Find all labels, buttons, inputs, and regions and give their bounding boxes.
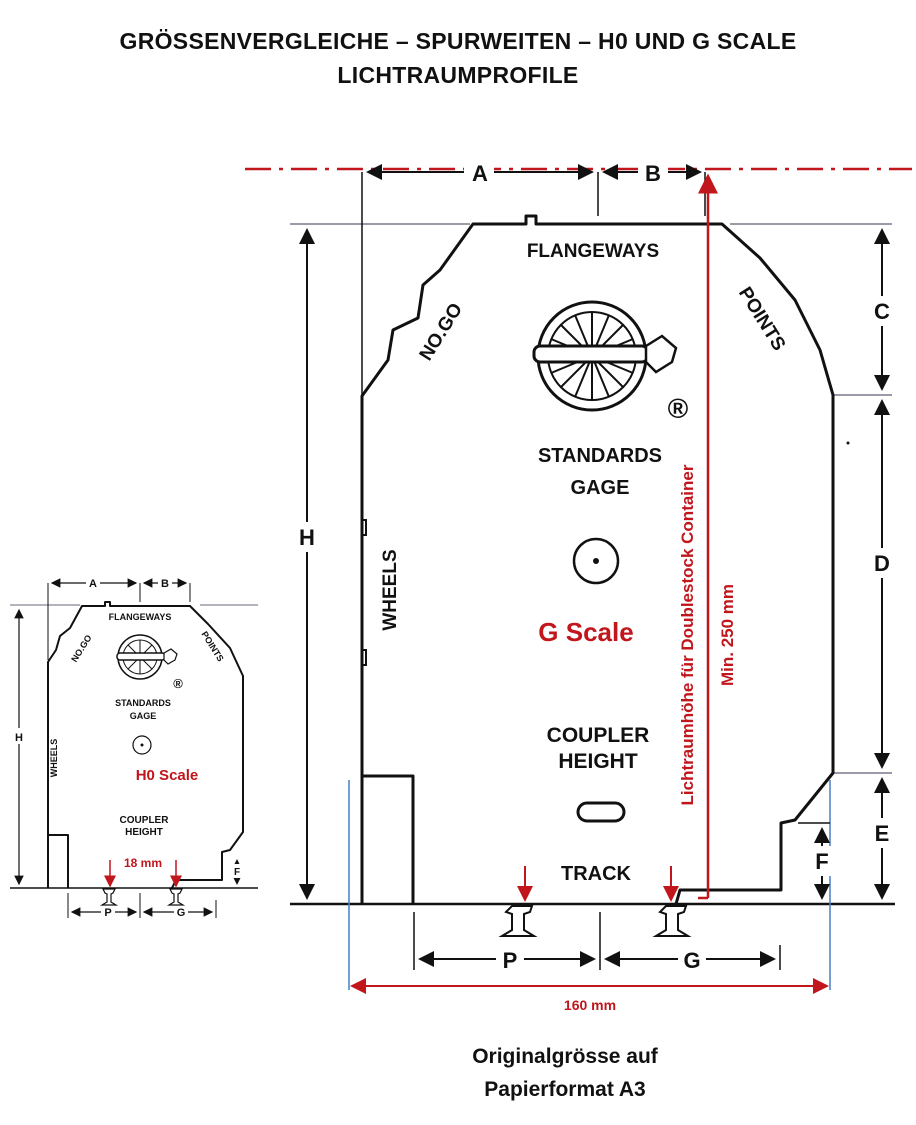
small-dim-p-label: P — [104, 907, 111, 919]
dim-b-label: B — [645, 161, 661, 186]
small-dim-g-label: G — [177, 907, 186, 919]
caption-line1: Originalgrösse auf — [472, 1045, 658, 1068]
small-center-circle-icon — [132, 735, 152, 755]
dim-p-label: P — [503, 948, 518, 973]
small-coupler-label: COUPLER — [120, 815, 170, 826]
large-profile: A B H C D E F P G 160 m — [245, 158, 912, 1013]
dim-g-label: G — [683, 948, 700, 973]
dim-d-label: D — [874, 551, 890, 576]
page-title: GRÖSSENVERGLEICHE – SPURWEITEN – H0 UND … — [119, 28, 797, 54]
dim-a-label: A — [472, 161, 488, 186]
h0-scale-label: H0 Scale — [136, 767, 199, 784]
small-dim-a-label: A — [89, 578, 97, 590]
caption-line2: Papierformat A3 — [484, 1078, 646, 1101]
small-no-go-label: NO.GO — [69, 633, 93, 664]
small-flangeways-label: FLANGEWAYS — [109, 612, 172, 622]
center-circle-icon — [572, 537, 620, 585]
gage-label: GAGE — [571, 477, 630, 499]
wheel-emblem-icon — [532, 300, 678, 412]
page-subtitle: LICHTRAUMPROFILE — [337, 62, 579, 88]
g-scale-label: G Scale — [538, 617, 633, 647]
small-wheels-label: WHEELS — [49, 739, 59, 778]
standards-label: STANDARDS — [538, 445, 662, 467]
small-rail-left-icon — [99, 888, 119, 906]
dim-h-label: H — [299, 525, 315, 550]
small-profile: A B H F P G 18 mm FLANGEWAYS NO.GO POINT… — [10, 576, 258, 919]
small-dim-f-label: F — [234, 867, 240, 878]
flangeways-label: FLANGEWAYS — [527, 241, 659, 262]
small-wheel-emblem-icon — [116, 634, 178, 680]
small-points-label: POINTS — [199, 630, 225, 664]
dim-e-label: E — [875, 821, 890, 846]
dim-f-label: F — [815, 849, 828, 874]
small-gage-label: GAGE — [130, 711, 157, 721]
coupler-slot-icon — [576, 801, 626, 823]
track-label: TRACK — [561, 863, 632, 885]
small-gauge-18mm-label: 18 mm — [124, 856, 162, 870]
registered-mark: ® — [668, 393, 689, 424]
small-rail-right-icon — [166, 888, 186, 906]
points-label: POINTS — [734, 284, 789, 355]
min-height-note: Min. 250 mm — [718, 584, 737, 686]
no-go-label: NO.GO — [416, 300, 467, 365]
coupler-label: COUPLER — [547, 724, 650, 747]
small-dim-b-label: B — [161, 578, 169, 590]
rail-left-icon — [498, 905, 538, 937]
width-160mm-label: 160 mm — [564, 997, 616, 1013]
wheels-label: WHEELS — [380, 549, 401, 630]
clearance-outline — [360, 214, 835, 905]
coupler-height-label: HEIGHT — [558, 750, 638, 773]
rail-right-icon — [652, 905, 692, 937]
small-registered-mark: ® — [173, 676, 183, 691]
doublestock-note: Lichtraumhöhe für Doublestock Container — [678, 464, 697, 805]
small-standards-label: STANDARDS — [115, 698, 171, 708]
dim-c-label: C — [874, 299, 890, 324]
small-coupler-height-label: HEIGHT — [125, 827, 163, 838]
small-dim-h-label: H — [15, 732, 23, 744]
